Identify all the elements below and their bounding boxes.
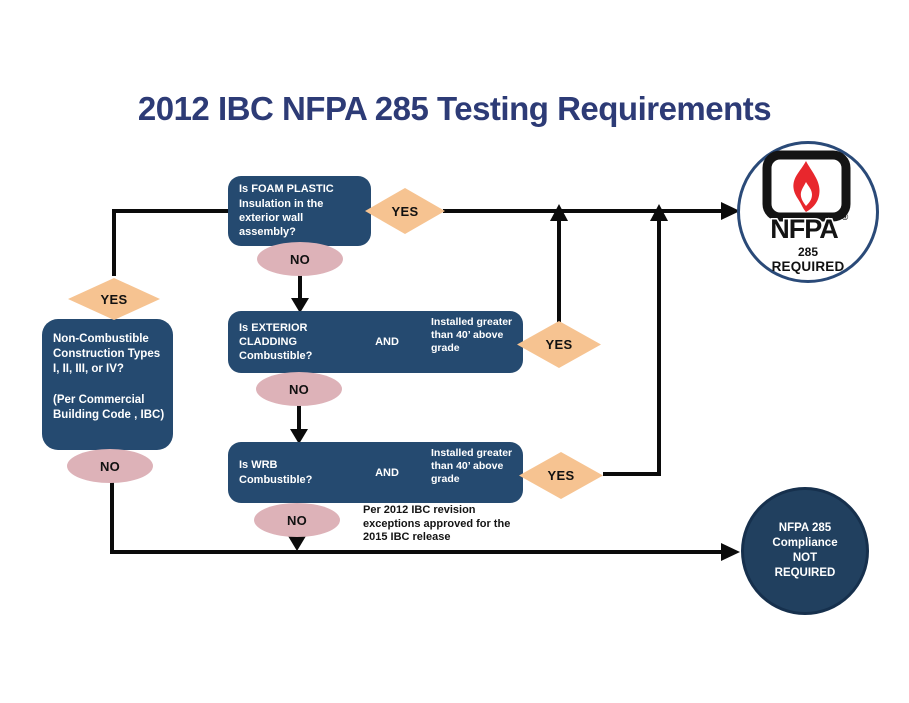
outcome-nfpa-required: NFPA ® 285 REQUIRED: [737, 141, 879, 283]
node-foam-plastic-text: Is FOAM PLASTIC Insulation in the exteri…: [239, 183, 334, 239]
nfpa-registered-mark: ®: [842, 212, 849, 222]
no-ellipse-foam: NO: [257, 242, 343, 276]
node-noncombustible-question: Non-Combustible Construction Types I, II…: [42, 319, 173, 450]
node-cladding-question: Is EXTERIOR CLADDING Combustible? AND In…: [228, 311, 523, 373]
required-code-text: 285: [797, 245, 819, 259]
yes-label: YES: [391, 203, 419, 219]
yes-label: YES: [100, 291, 128, 307]
no-ellipse-noncombustible: NO: [67, 449, 153, 483]
node-wrb-condition: Installed greater than 40’ above grade: [431, 447, 513, 486]
arrowhead-into-required: [721, 202, 740, 220]
node-cladding-text: Is EXTERIOR CLADDING Combustible?: [239, 321, 313, 363]
no-label: NO: [288, 381, 310, 397]
no-ellipse-wrb: NO: [254, 503, 340, 537]
yes-label: YES: [547, 468, 575, 483]
not-required-line4: REQUIRED: [774, 567, 836, 580]
no-label: NO: [286, 512, 308, 528]
node-wrb-text: Is WRB Combustible?: [239, 459, 313, 486]
not-required-line3: NOT: [792, 552, 818, 564]
not-required-line2: Compliance: [772, 536, 838, 549]
connector-noleft-to-notrequired: [110, 480, 722, 554]
cladding-and-label: AND: [375, 336, 399, 348]
connector-yesleft-to-foam: [112, 209, 236, 276]
arrowhead-no1-down: [291, 298, 309, 313]
node-noncombustible-note: (Per Commercial Building Code , IBC): [53, 393, 165, 421]
node-foam-plastic-question: Is FOAM PLASTIC Insulation in the exteri…: [228, 176, 371, 246]
arrowhead-into-notrequired: [721, 543, 740, 561]
not-required-line1: NFPA 285: [778, 521, 832, 534]
wrb-and-label: AND: [375, 466, 399, 479]
required-status-text: REQUIRED: [771, 259, 845, 274]
arrowhead-yes3-up: [650, 204, 668, 221]
yes-label: YES: [545, 337, 573, 352]
arrowhead-yes2-up: [550, 204, 568, 221]
revision-note: Per 2012 IBC revision exceptions approve…: [363, 504, 511, 544]
node-cladding-condition: Installed greater than 40’ above grade: [431, 316, 513, 355]
connector-yes3-up: [603, 221, 661, 476]
nfpa-brand-text: NFPA: [770, 214, 838, 244]
arrowhead-no3-down: [288, 536, 306, 551]
outcome-nfpa-not-required: NFPA 285 Compliance NOT REQUIRED: [741, 487, 869, 615]
node-wrb-question: Is WRB Combustible? AND Installed greate…: [228, 442, 523, 503]
no-label: NO: [289, 251, 311, 267]
page-title: 2012 IBC NFPA 285 Testing Requirements: [137, 90, 772, 127]
no-ellipse-cladding: NO: [256, 372, 342, 406]
arrowhead-no2-down: [290, 429, 308, 444]
no-label: NO: [99, 458, 121, 474]
node-noncombustible-text: Non-Combustible Construction Types I, II…: [53, 333, 161, 376]
nfpa-logo-icon: NFPA ®: [762, 150, 851, 246]
